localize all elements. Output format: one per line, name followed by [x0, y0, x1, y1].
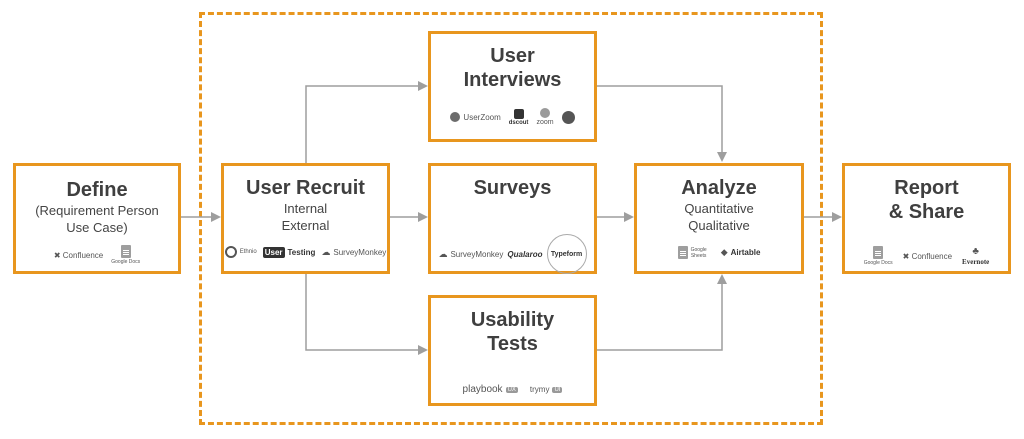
user-recruit-sub-external: External: [281, 218, 330, 233]
analyze-sub-quantitative: Quantitative: [684, 201, 754, 216]
surveymonkey-icon: ☁: [438, 248, 448, 259]
surveymonkey-icon: ☁: [321, 246, 331, 257]
surveymonkey-logo: ☁SurveyMonkey: [438, 248, 504, 259]
surveys-box: Surveys ☁SurveyMonkey Qualaroo Typeform: [428, 163, 597, 274]
dscout-logo: dscout: [509, 108, 528, 126]
dscout-icon: [513, 108, 524, 119]
qualaroo-logo: Qualaroo: [507, 249, 543, 259]
typeform-logo: Typeform: [546, 234, 587, 274]
research-phase-frame: [199, 12, 823, 425]
evernote-logo: ♣Evernote: [962, 246, 990, 266]
usability-title-line1: Usability: [470, 309, 555, 331]
analyze-sub-qualitative: Qualitative: [688, 218, 750, 233]
surveymonkey-logo: ☁SurveyMonkey: [321, 246, 387, 257]
google-docs-icon: [120, 245, 131, 258]
evernote-icon: ♣: [972, 246, 979, 257]
define-box: Define (Requirement Person Use Case) ✖ C…: [13, 163, 181, 274]
define-subtitle-line2: Use Case): [66, 220, 128, 235]
google-docs-icon: [873, 246, 884, 259]
report-title-line1: Report: [894, 177, 959, 199]
user-interviews-box: User Interviews UserZoom dscout zoom: [428, 31, 597, 142]
ethnio-icon: [224, 246, 237, 258]
user-interviews-title-line2: Interviews: [463, 69, 562, 91]
confluence-logo: ✖ Confluence: [53, 250, 104, 260]
define-subtitle-line1: (Requirement Person: [35, 203, 159, 218]
interview-tools: UserZoom dscout zoom: [431, 108, 594, 126]
google-docs-logo: Google Docs: [864, 246, 893, 266]
arrow-recruit-to-usability: [305, 273, 428, 355]
userzoom-logo: UserZoom: [450, 112, 501, 122]
analyze-title: Analyze: [681, 177, 757, 199]
usability-title-line2: Tests: [487, 333, 538, 355]
airtable-logo: ◆Airtable: [720, 247, 761, 257]
report-share-box: Report & Share Google Docs ✖ Confluence …: [842, 163, 1011, 274]
user-recruit-sub-internal: Internal: [283, 201, 328, 216]
user-interviews-title-line1: User: [490, 45, 535, 67]
google-sheets-icon: [677, 246, 688, 259]
define-title: Define: [66, 179, 128, 201]
google-docs-logo: Google Docs: [111, 245, 140, 265]
ethnio-logo: Ethnio: [224, 246, 257, 258]
user-recruit-title: User Recruit: [246, 177, 365, 199]
report-tools: Google Docs ✖ Confluence ♣Evernote: [845, 246, 1008, 266]
zoom-logo: zoom: [536, 108, 554, 126]
confluence-logo: ✖ Confluence: [902, 251, 953, 261]
zoom-icon: [540, 108, 550, 118]
report-title-line2: & Share: [888, 201, 965, 223]
arrow-recruit-to-interviews: [305, 81, 428, 163]
userzoom-icon: [450, 112, 461, 122]
survey-tools: ☁SurveyMonkey Qualaroo Typeform: [431, 234, 594, 274]
hangouts-icon: [561, 110, 575, 124]
surveys-title: Surveys: [473, 177, 552, 199]
hangouts-logo: [561, 110, 575, 124]
define-tools: ✖ Confluence Google Docs: [16, 245, 178, 265]
arrow-usability-to-analyze: [597, 274, 727, 351]
airtable-icon: ◆: [720, 247, 728, 257]
user-recruit-box: User Recruit Internal External Ethnio Us…: [221, 163, 390, 274]
arrow-interviews-to-analyze: [597, 85, 727, 162]
